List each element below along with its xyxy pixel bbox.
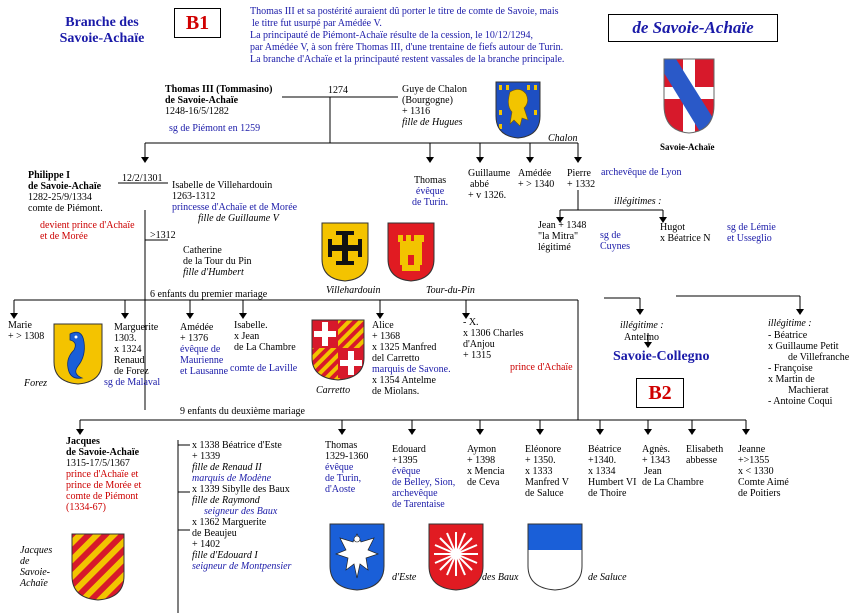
person-isabelle-de-villehardouin: Isabelle de Villehardouin 1263-1312 prin… xyxy=(172,180,298,224)
person-elisabeth: Elisabeth abbesse xyxy=(686,444,724,466)
arms-label-chalon: Chalon xyxy=(548,133,578,144)
person-eleonore: Eléonore + 1350. x 1333 Manfred V de Sal… xyxy=(525,444,569,499)
branch-code-b1: B1 xyxy=(174,8,221,38)
person-beatrice: Béatrice +1340. x 1334 Humbert VI de Tho… xyxy=(588,444,637,499)
b2-illegitime-label-2: illégitime : xyxy=(768,318,812,329)
person-jeanne: Jeanne +>1355 x < 1330 Comte Aimé de Poi… xyxy=(738,444,789,499)
person-amedee-eveque: Amédée + 1376 évêque de Maurienne et Lau… xyxy=(180,322,229,377)
savoie-achaie-shield-icon xyxy=(663,58,715,134)
branch-code-b2[interactable]: B2 xyxy=(636,378,684,408)
person-guillaume: Guillaume abbé + v 1326. xyxy=(468,168,511,201)
person-thomas-1329: Thomas 1329-1360 évêque de Turin, d'Aost… xyxy=(325,440,369,495)
person-x-anjou: - X. x 1306 Charles d'Anjou + 1315 xyxy=(463,317,524,361)
link-savoie-collegno[interactable]: Savoie-Collegno xyxy=(613,349,710,364)
illegitimes-label: illégitimes : xyxy=(614,196,662,207)
branch-title: Branche des Savoie-Achaïe xyxy=(59,15,145,46)
person-edouard: Edouard +1395 évêque de Belley, Sion, ar… xyxy=(392,444,456,510)
baux-shield-icon xyxy=(428,523,484,591)
hugot-note: sg de Lémie et Usseglio xyxy=(727,222,776,244)
person-pierre: Pierre + 1332 xyxy=(567,168,596,190)
arms-label-savoie-achaie: Savoie-Achaïe xyxy=(660,142,715,152)
arms-label-jacques: Jacques de Savoie- Achaïe xyxy=(20,545,53,589)
marriage-date-1312: >1312 xyxy=(150,230,176,241)
person-hugot: Hugot x Béatrice N xyxy=(660,222,711,244)
person-marguerite: Marguerite 1303. x 1324 Renaud de Forez … xyxy=(104,322,161,388)
tour-du-pin-shield-icon xyxy=(387,222,435,282)
arms-label-carretto: Carretto xyxy=(316,385,351,396)
label-second-marriage: 9 enfants du deuxième mariage xyxy=(180,406,305,417)
marriage-date-1301: 12/2/1301 xyxy=(122,173,163,184)
person-philippe-i: Philippe I de Savoie-Achaïe 1282-25/9/13… xyxy=(28,170,135,242)
arms-label-saluce: de Saluce xyxy=(588,572,627,583)
villehardouin-shield-icon xyxy=(321,222,369,282)
arms-label-tour-du-pin: Tour-du-Pin xyxy=(426,285,475,296)
person-catherine-de-la-tour: Catherine de la Tour du Pin fille d'Humb… xyxy=(183,245,252,278)
person-thomas-eveque: Thomas évêque de Turin. xyxy=(412,175,449,208)
b2-illegitime-label: illégitime : xyxy=(620,320,664,331)
jacques-marriages: x 1338 Béatrice d'Este + 1339 fille de R… xyxy=(192,440,292,572)
arms-label-forez: Forez xyxy=(24,378,47,389)
arms-label-este: d'Este xyxy=(392,572,417,583)
person-jean-la-mitra: Jean + 1348 "la Mitra" légitimé xyxy=(538,220,587,253)
este-shield-icon xyxy=(329,523,385,591)
person-aymon: Aymon + 1398 x Mencia de Ceva xyxy=(467,444,505,488)
house-title: de Savoie-Achaïe xyxy=(608,14,778,42)
illegitimate-list: - Béatrice x Guillaume Petit de Villefra… xyxy=(768,330,850,407)
pierre-note: archevêque de Lyon xyxy=(601,167,682,178)
person-thomas-iii: Thomas III (Tommasino) de Savoie-Achaïe … xyxy=(165,84,273,134)
arms-label-baux: des Baux xyxy=(482,572,519,583)
person-amedee: Amédée + > 1340 xyxy=(518,168,555,190)
saluce-shield-icon xyxy=(527,523,583,591)
person-antelmo: Antelmo xyxy=(624,332,659,343)
arms-label-villehardouin: Villehardouin xyxy=(326,285,381,296)
label-first-marriage: 6 enfants du premier mariage xyxy=(150,289,268,300)
person-agnes: Agnès. + 1343 Jean de La Chambre xyxy=(642,444,704,488)
forez-shield-icon xyxy=(53,323,103,385)
chalon-shield-icon xyxy=(495,81,541,139)
carretto-shield-icon xyxy=(311,319,365,381)
marriage-date-1274: 1274 xyxy=(328,85,348,96)
jacques-shield-icon xyxy=(71,533,125,601)
person-jacques: Jacques de Savoie-Achaïe 1315-17/5/1367 … xyxy=(66,436,142,513)
jean-note: sg de Cuynes xyxy=(600,230,630,252)
branch-intro: Thomas III et sa postérité auraient dû p… xyxy=(250,6,565,65)
person-guye-de-chalon: Guye de Chalon (Bourgogne) + 1316 fille … xyxy=(402,84,467,128)
x-anjou-note: prince d'Achaïe xyxy=(510,362,573,373)
person-isabelle: Isabelle. x Jean de La Chambre comte de … xyxy=(230,320,298,374)
person-alice: Alice + 1368 x 1325 Manfred del Carretto… xyxy=(372,320,451,397)
person-marie: Marie + > 1308 xyxy=(8,320,45,342)
